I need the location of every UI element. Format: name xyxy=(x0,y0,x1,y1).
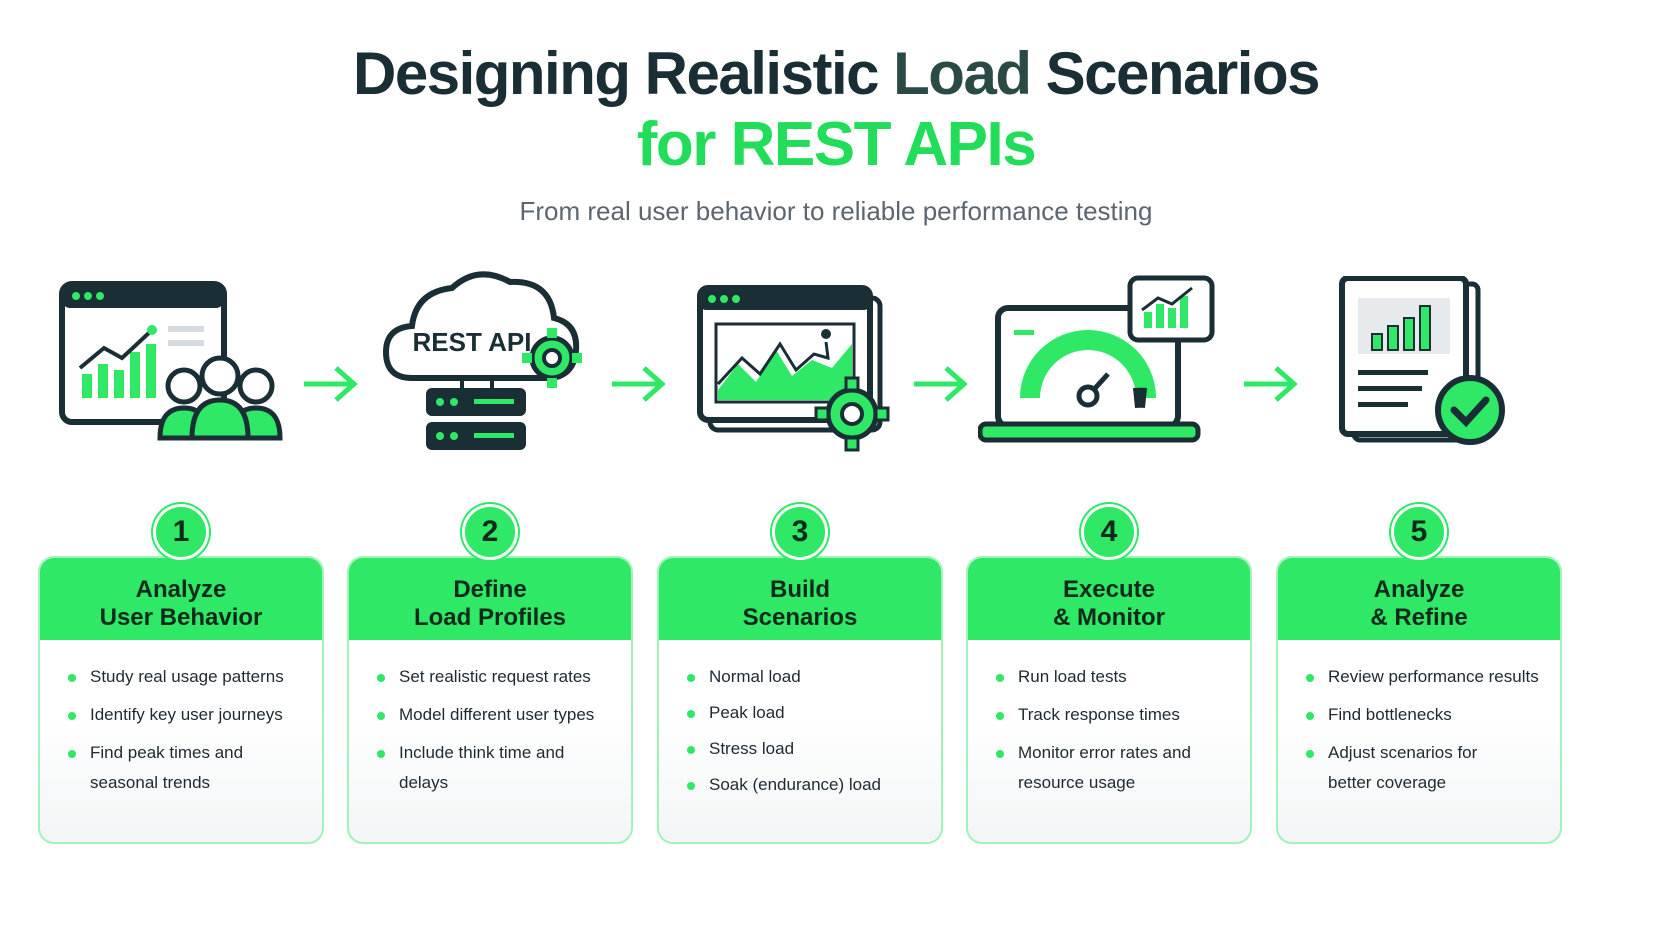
step-title-line-2: Scenarios xyxy=(742,604,858,631)
list-item: Study real usage patterns xyxy=(68,662,322,692)
list-item: Review performance results xyxy=(1306,662,1560,692)
list-item: Monitor error rates and resource usage xyxy=(996,738,1196,798)
page-title-line-1: Designing Realistic Load Scenarios xyxy=(0,38,1672,110)
list-item: Soak (endurance) load xyxy=(687,770,941,800)
arrow-right-icon xyxy=(304,366,358,402)
step-title-line-2: & Refine xyxy=(1370,604,1468,631)
list-item: Include think time and delays xyxy=(377,738,567,798)
dashboard-users-icon xyxy=(59,281,283,441)
title-text-a: Designing Realistic xyxy=(353,40,894,107)
step-item-list: Run load tests Track response times Moni… xyxy=(968,640,1250,798)
step-item-list: Study real usage patterns Identify key u… xyxy=(40,640,322,798)
step-number-badge: 1 xyxy=(153,504,209,560)
list-item: Adjust scenarios for better coverage xyxy=(1306,738,1496,798)
step-card-analyze-refine: Analyze& Refine Review performance resul… xyxy=(1276,556,1562,844)
step-title-line-1: Execute xyxy=(1062,576,1156,603)
step-number-badge: 5 xyxy=(1391,504,1447,560)
rest-api-label: REST API xyxy=(413,327,532,357)
list-item: Set realistic request rates xyxy=(377,662,631,692)
step-number-badge: 4 xyxy=(1081,504,1137,560)
list-item: Peak load xyxy=(687,698,941,728)
step-item-list: Normal load Peak load Stress load Soak (… xyxy=(659,640,941,800)
list-item: Normal load xyxy=(687,662,941,692)
list-item: Find peak times and seasonal trends xyxy=(68,738,268,798)
title-text-b: Load xyxy=(893,40,1032,107)
step-item-list: Set realistic request rates Model differ… xyxy=(349,640,631,798)
step-number-badge: 3 xyxy=(772,504,828,560)
list-item: Track response times xyxy=(996,700,1250,730)
step-title-line-1: Define xyxy=(453,576,527,603)
laptop-gauge-icon xyxy=(978,275,1215,443)
report-check-icon xyxy=(1339,276,1505,445)
page-subtitle: From real user behavior to reliable perf… xyxy=(519,196,1153,226)
step-card-execute-monitor: Execute& Monitor Run load tests Track re… xyxy=(966,556,1252,844)
cloud-server-icon: REST API xyxy=(382,271,582,450)
title-text-c: Scenarios xyxy=(1030,40,1321,107)
browser-chart-gear-icon xyxy=(697,285,890,452)
arrow-right-icon xyxy=(612,366,666,402)
step-number-badge: 2 xyxy=(462,504,518,560)
step-card-header: Analyze& Refine xyxy=(1278,558,1560,640)
list-item: Stress load xyxy=(687,734,941,764)
step-title-line-2: & Monitor xyxy=(1053,604,1165,631)
list-item: Find bottlenecks xyxy=(1306,700,1560,730)
step-title-line-2: Load Profiles xyxy=(413,604,567,631)
step-title-line-2: User Behavior xyxy=(99,604,263,631)
arrow-right-icon xyxy=(914,366,968,402)
step-title-line-1: Analyze xyxy=(1373,576,1465,603)
list-item: Identify key user journeys xyxy=(68,700,322,730)
step-card-header: Execute& Monitor xyxy=(968,558,1250,640)
list-item: Model different user types xyxy=(377,700,631,730)
step-title-line-1: Analyze xyxy=(135,576,227,603)
page-title-line-2: for REST APIs xyxy=(636,110,1037,179)
step-title-line-1: Build xyxy=(769,576,830,603)
arrow-right-icon xyxy=(1244,366,1298,402)
list-item: Run load tests xyxy=(996,662,1250,692)
step-item-list: Review performance results Find bottlene… xyxy=(1278,640,1560,798)
